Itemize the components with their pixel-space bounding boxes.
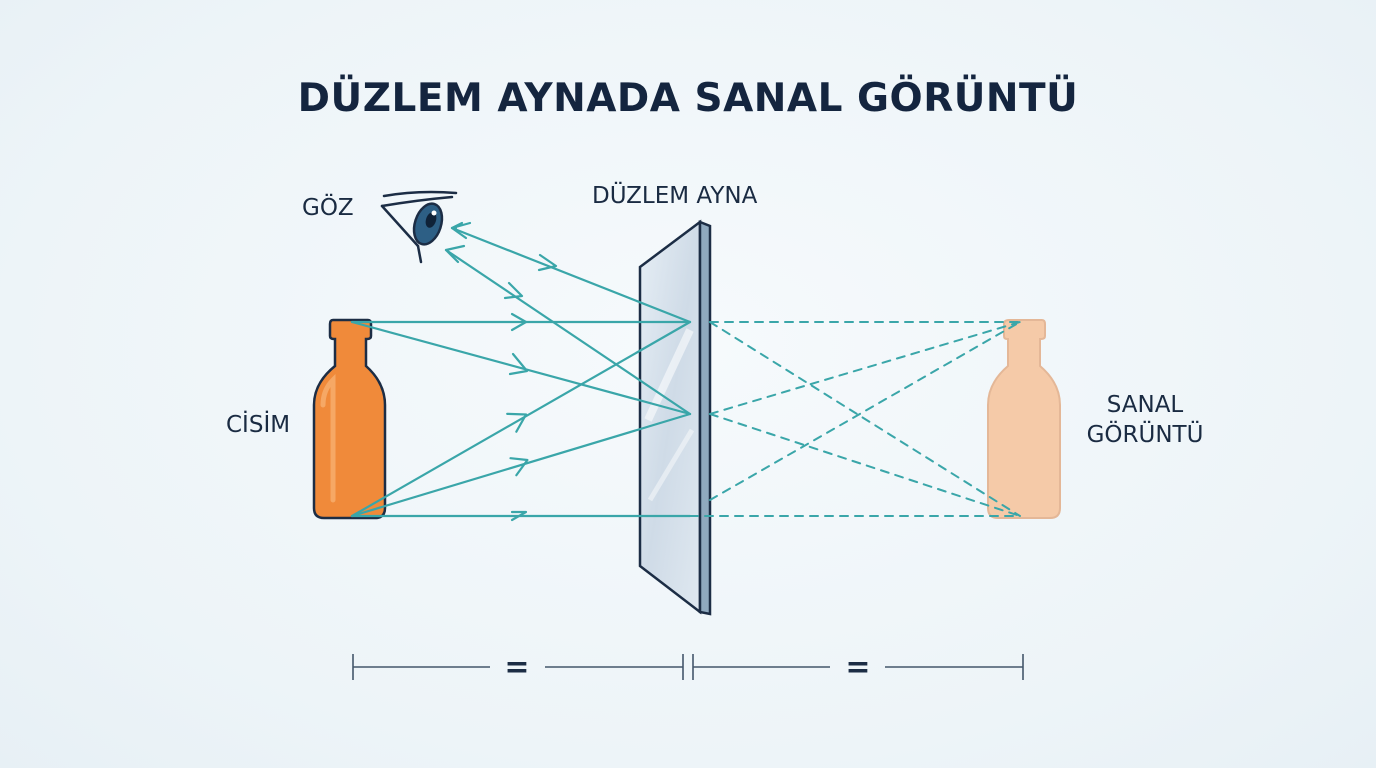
object-label: CİSİM bbox=[226, 412, 291, 438]
distance-marker bbox=[352, 654, 1024, 680]
diagram-title: DÜZLEM AYNADA SANAL GÖRÜNTÜ bbox=[297, 76, 1079, 121]
light-rays bbox=[350, 226, 692, 518]
ray-arrowheads bbox=[444, 221, 558, 522]
virtual-image-label-line2: GÖRÜNTÜ bbox=[1086, 422, 1204, 448]
virtual-image-label: SANAL GÖRÜNTÜ bbox=[1070, 390, 1220, 450]
virtual-image-bottle bbox=[987, 319, 1061, 519]
distance-equal-sign-left: = bbox=[504, 650, 529, 685]
virtual-image-label-line1: SANAL bbox=[1106, 392, 1184, 418]
virtual-rays bbox=[689, 321, 1021, 517]
distance-equal-sign-right: = bbox=[845, 650, 870, 685]
eye-label: GÖZ bbox=[302, 195, 354, 221]
object-bottle bbox=[312, 318, 387, 520]
eye-icon bbox=[380, 190, 458, 264]
mirror-label: DÜZLEM AYNA bbox=[592, 183, 758, 209]
